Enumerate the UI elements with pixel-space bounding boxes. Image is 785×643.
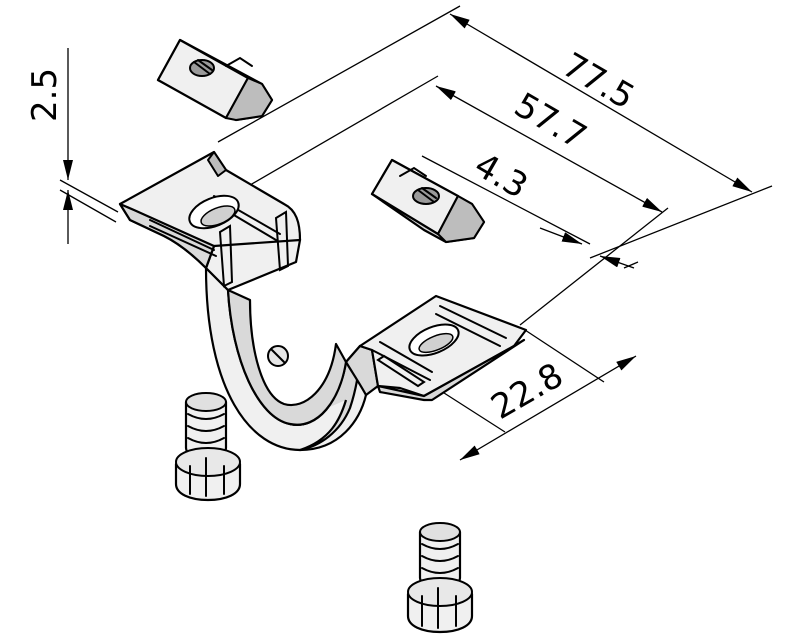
extension-line [217,5,461,143]
dimension-label-77-5: 77.5 [556,45,642,117]
tube-clamp-bracket [118,150,528,452]
extension-line [519,207,669,326]
socket-head-screw-2 [406,522,474,634]
dimension-line [539,227,583,245]
dimension-2-5: 2.5 [25,48,119,244]
extension-line [59,189,117,223]
dimension-label-57-7: 57.7 [508,85,594,157]
socket-head-screw-1 [174,392,242,502]
dimension-line [599,255,635,269]
extension-line [623,261,639,269]
extension-line [59,179,119,213]
dimension-line [435,85,663,213]
extension-line [421,155,591,245]
extension-line [237,75,439,193]
dimension-label-2-5: 2.5 [25,68,65,122]
dimension-77-5: 77.5 [217,5,773,259]
dimension-line [459,355,637,461]
t-slot-nut-1 [156,38,274,122]
dimension-label-4-3: 4.3 [468,145,535,207]
extension-line [589,185,773,259]
t-slot-nut-2 [370,158,486,244]
dimension-label-22-8: 22.8 [485,355,571,427]
